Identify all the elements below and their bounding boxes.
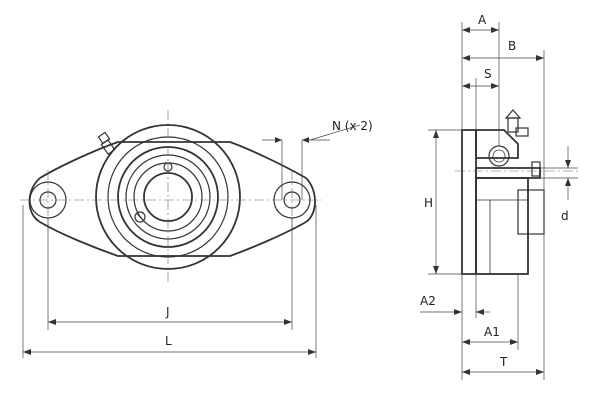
label-a: A (478, 13, 487, 27)
label-b: B (508, 39, 516, 53)
inner-ring-body (475, 177, 529, 275)
label-a1: A1 (484, 325, 500, 339)
label-d: d (561, 209, 569, 223)
front-view: N (x 2) J L (20, 110, 373, 358)
grease-nipple (97, 131, 116, 156)
label-n: N (x 2) (332, 119, 373, 133)
bearing-ball (488, 145, 510, 167)
label-t: T (499, 355, 508, 369)
label-l: L (165, 334, 172, 348)
side-view: A B S H d A2 (420, 13, 580, 380)
label-h: H (424, 196, 433, 210)
set-screw-lower (134, 211, 146, 223)
side-grease-nipple (504, 109, 529, 137)
side-set-screw (531, 161, 541, 177)
label-j: J (165, 305, 170, 319)
label-a2: A2 (420, 294, 436, 308)
housing-flange-outline (28, 141, 316, 257)
side-flange (461, 129, 477, 275)
housing-section (475, 129, 519, 159)
label-s: S (484, 67, 492, 81)
